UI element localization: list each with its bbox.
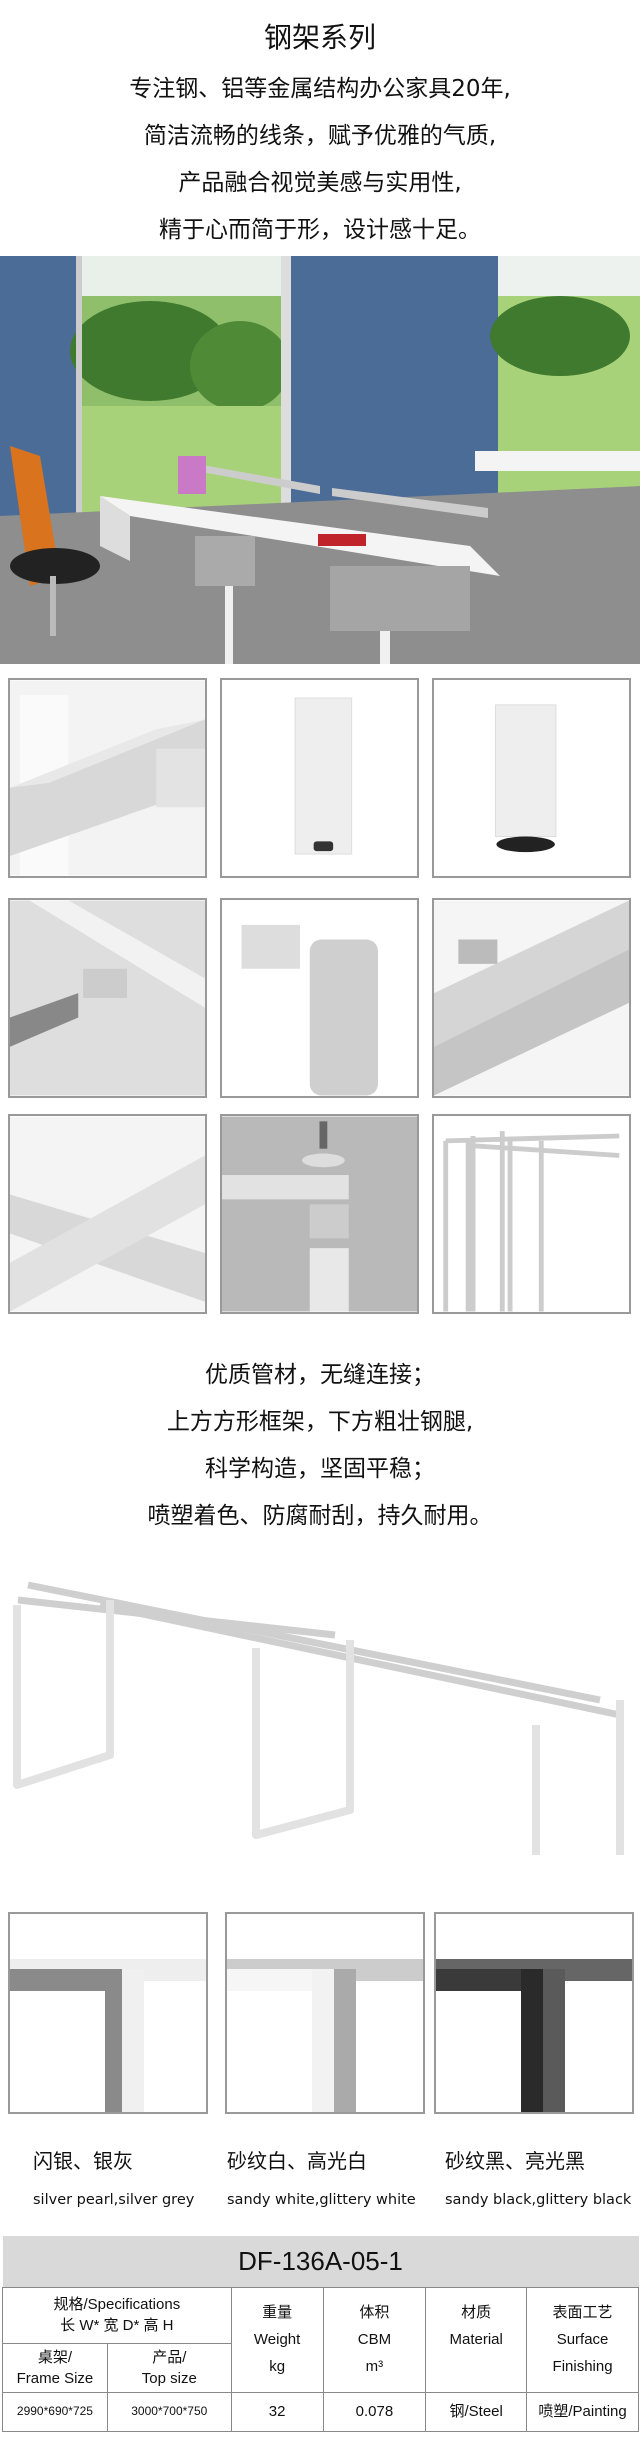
header-weight: 重量 Weight kg <box>230 2286 324 2393</box>
frame-size-value: 2990*690*725 <box>2 2391 108 2432</box>
header-text: Finishing <box>552 2358 613 2375</box>
model-number: DF-136A-05-1 <box>2 2236 639 2288</box>
cbm-value: 0.078 <box>322 2391 427 2432</box>
color-name-cn: 砂纹黑、亮光黑 <box>445 2149 585 2173</box>
header-frame-size: 桌架/Frame Size <box>2 2342 108 2393</box>
header-text: 桌架/ <box>37 2348 73 2366</box>
color-name-cn: 砂纹白、高光白 <box>227 2149 367 2173</box>
office-desk-photo <box>0 256 640 664</box>
header-text: Weight <box>253 2331 301 2348</box>
color-swatch-silver <box>8 1912 208 2114</box>
header-text: Surface <box>556 2331 609 2348</box>
intro-text: 专注钢、铝等金属结构办公家具20年, 简洁流畅的线条，赋予优雅的气质, 产品融合… <box>0 66 640 254</box>
detail-image-mount-plate <box>432 898 631 1098</box>
finishing-value: 喷塑/Painting <box>526 2391 639 2432</box>
feature-line: 喷塑着色、防腐耐刮，持久耐用。 <box>147 1503 493 1529</box>
intro-line: 产品融合视觉美感与实用性, <box>178 170 462 196</box>
features-text: 优质管材，无缝连接； 上方方形框架，下方粗壮钢腿, 科学构造，坚固平稳； 喷塑着… <box>0 1352 640 1540</box>
detail-image-leg-foot <box>220 678 419 878</box>
header-text: 规格/Specifications <box>53 2296 181 2313</box>
intro-line: 简洁流畅的线条，赋予优雅的气质, <box>143 123 497 149</box>
detail-image-exploded-leg <box>220 1114 419 1314</box>
color-name-en: sandy white,glittery white <box>227 2192 416 2208</box>
page-title: 钢架系列 <box>263 21 376 54</box>
feature-line: 优质管材，无缝连接； <box>205 1362 435 1388</box>
table-row: 2990*690*725 3000*700*750 32 0.078 钢/Ste… <box>2 2391 639 2432</box>
detail-image-frame-assembly <box>432 1114 631 1314</box>
color-swatch-white <box>225 1912 425 2114</box>
color-name-en: sandy black,glittery black <box>445 2192 632 2208</box>
intro-line: 精于心而简于形，设计感十足。 <box>159 217 481 243</box>
weight-value: 32 <box>230 2391 324 2432</box>
header-text: kg <box>269 2358 286 2375</box>
top-size-value: 3000*700*750 <box>106 2391 232 2432</box>
color-name-en: silver pearl,silver grey <box>33 2192 195 2208</box>
detail-image-leg-bracket <box>220 898 419 1098</box>
header-text: Top size <box>141 2369 197 2387</box>
detail-image-cross-joint <box>8 1114 207 1314</box>
header-text: 产品/ <box>152 2348 187 2366</box>
material-value: 钢/Steel <box>425 2391 528 2432</box>
header-text: Frame Size <box>16 2369 94 2387</box>
detail-image-corner-joint <box>8 678 207 878</box>
intro-line: 专注钢、铝等金属结构办公家具20年, <box>129 76 511 102</box>
header-text: m³ <box>365 2358 384 2375</box>
header-text: 长 W* 宽 D* 高 H <box>60 2317 174 2334</box>
desk-frame-drawing <box>0 1570 640 1904</box>
header-cbm: 体积 CBM m³ <box>322 2286 427 2393</box>
header-spec: 规格/Specifications 长 W* 宽 D* 高 H <box>2 2286 232 2344</box>
header-text: 体积 <box>359 2304 390 2321</box>
feature-line: 科学构造，坚固平稳； <box>205 1456 435 1482</box>
color-swatch-black <box>434 1912 634 2114</box>
header-text: 重量 <box>262 2304 293 2321</box>
feature-line: 上方方形框架，下方粗壮钢腿, <box>166 1409 474 1435</box>
header-text: 材质 <box>461 2304 492 2321</box>
header-text: Material <box>449 2331 503 2348</box>
header-text: CBM <box>357 2331 392 2348</box>
spec-table: DF-136A-05-1 规格/Specifications 长 W* 宽 D* … <box>2 2236 639 2432</box>
detail-image-connector <box>8 898 207 1098</box>
color-name-cn: 闪银、银灰 <box>33 2149 133 2173</box>
detail-image-leveler <box>432 678 631 878</box>
header-top-size: 产品/Top size <box>106 2342 232 2393</box>
header-text: 表面工艺 <box>552 2304 613 2321</box>
header-material: 材质 Material <box>425 2286 528 2393</box>
